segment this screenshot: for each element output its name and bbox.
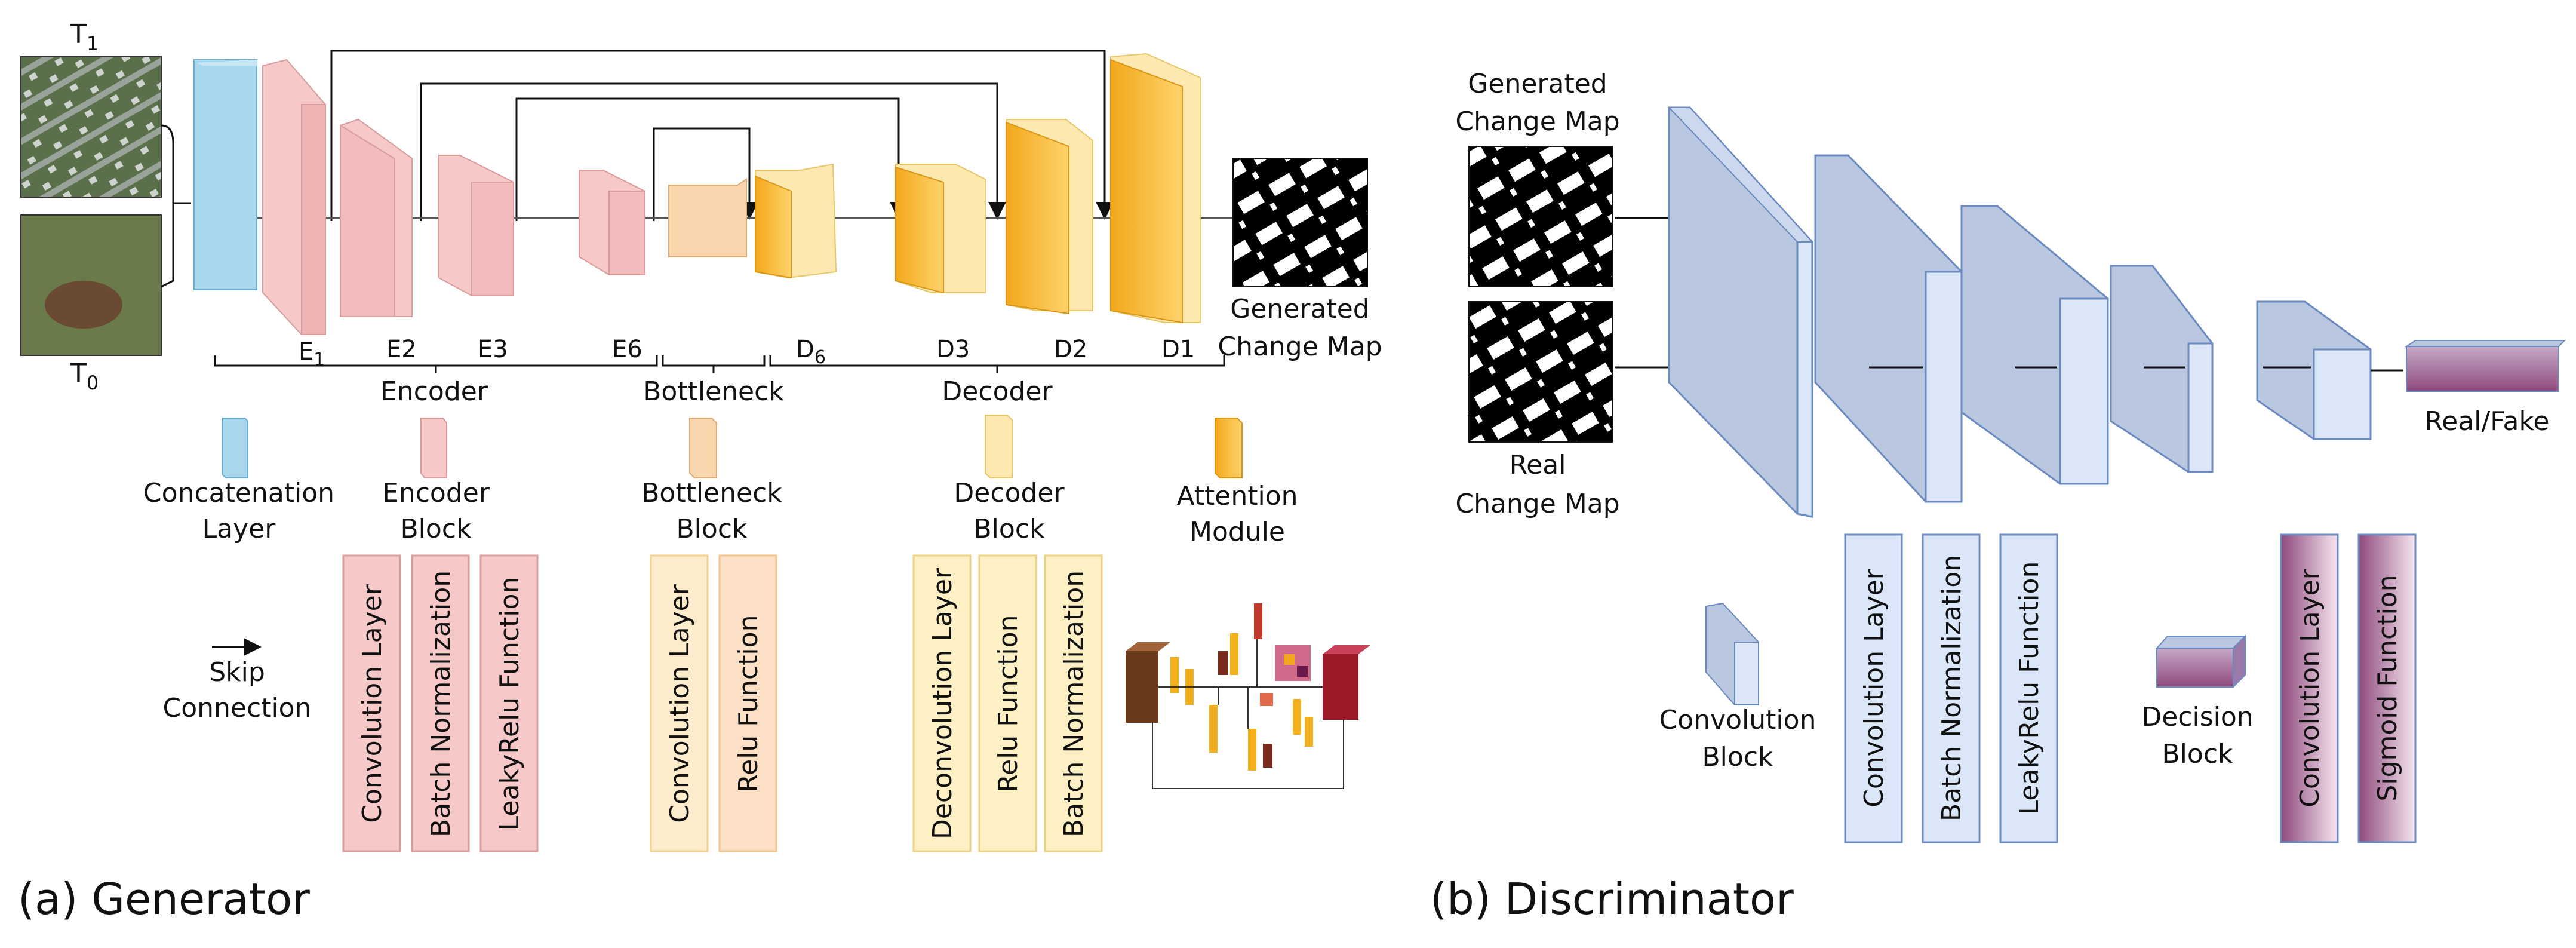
- decoder-block-parts: Deconvolution Layer Relu Function Batch …: [912, 554, 1103, 852]
- discriminator-panel: Generated Change Map Real Change Map: [1430, 69, 2566, 924]
- legend-concat-label-2: Layer: [202, 514, 276, 544]
- label-t1: T1: [70, 19, 99, 55]
- bottleneck-part-2: Relu Function: [733, 615, 764, 793]
- disc-output-label: Real/Fake: [2425, 406, 2550, 437]
- disc-conv-1: [1667, 106, 1814, 518]
- disc-generated-label-1: Generated: [1468, 69, 1607, 99]
- label-t0: T0: [70, 358, 99, 394]
- encoder-e6: [579, 170, 645, 275]
- disc-conv-5: [2256, 300, 2372, 440]
- encoder-part-1: Convolution Layer: [357, 584, 388, 823]
- disc-real-map: [1468, 301, 1613, 443]
- legend-concat-label-1: Concatenation: [143, 478, 334, 508]
- disc-conv-3: [1960, 205, 2109, 485]
- legend-decision-label-2: Block: [2162, 739, 2233, 769]
- section-encoder: Encoder: [380, 376, 488, 407]
- label-d1: D1: [1161, 336, 1195, 363]
- generated-change-map: [1232, 158, 1368, 287]
- disc-conv-block-parts: Convolution Layer Batch Normalization Le…: [1844, 533, 2058, 843]
- legend-bottleneck-label-2: Block: [676, 514, 748, 544]
- legend-bottleneck-icon: [689, 418, 717, 478]
- disc-decision-block-parts: Convolution Layer Sigmoid Function: [2280, 533, 2417, 843]
- gen-output-label-1: Generated: [1230, 294, 1369, 324]
- decoder-d6: [755, 163, 837, 279]
- legend-decoder-label-1: Decoder: [954, 478, 1065, 508]
- input-image-t0-feature: [45, 281, 122, 329]
- encoder-part-3: LeakyRelu Function: [494, 577, 525, 831]
- decoder-part-3: Batch Normalization: [1059, 570, 1089, 837]
- disc-real-label-2: Change Map: [1455, 489, 1619, 519]
- input-image-t1: [20, 56, 162, 198]
- legend-concat-icon: [222, 418, 248, 478]
- decoder-d1: [1110, 53, 1201, 324]
- disc-generated-map: [1468, 146, 1613, 287]
- legend-skip-label-1: Skip: [209, 657, 265, 688]
- decoder-part-1: Deconvolution Layer: [927, 567, 958, 839]
- bottleneck-part-1: Convolution Layer: [665, 584, 695, 823]
- legend-conv-block-label-1: Convolution: [1659, 705, 1816, 735]
- legend-encoder-label-2: Block: [400, 514, 472, 544]
- section-bottleneck: Bottleneck: [643, 376, 784, 407]
- disc-real-label-1: Real: [1510, 450, 1566, 480]
- generator-caption: (a) Generator: [18, 874, 310, 924]
- gen-output-label-2: Change Map: [1218, 332, 1382, 362]
- section-decoder: Decoder: [942, 376, 1053, 407]
- label-d6: D6: [796, 336, 826, 368]
- disc-conv-part-2: Batch Normalization: [1936, 555, 1967, 821]
- bottleneck-block: [668, 178, 747, 257]
- legend-attention-label-1: Attention: [1176, 481, 1298, 511]
- disc-input-lines: [1615, 217, 1672, 369]
- legend-encoder-label-1: Encoder: [382, 478, 490, 508]
- disc-generated-label-2: Change Map: [1455, 106, 1619, 137]
- decoder-part-2: Relu Function: [993, 615, 1023, 793]
- disc-decision-part-2: Sigmoid Function: [2372, 575, 2403, 801]
- discriminator-caption: (b) Discriminator: [1430, 874, 1794, 924]
- bottleneck-block-parts: Convolution Layer Relu Function: [650, 554, 777, 852]
- encoder-block-parts: Convolution Layer Batch Normalization Le…: [342, 554, 539, 852]
- legend-bottleneck-label-1: Bottleneck: [641, 478, 782, 508]
- legend-attention-label-2: Module: [1189, 517, 1285, 547]
- legend-decision-icon: [2155, 634, 2247, 689]
- label-e2: E2: [386, 336, 417, 363]
- decoder-d3: [895, 164, 986, 294]
- label-e6: E6: [612, 336, 643, 363]
- label-e3: E3: [478, 336, 508, 363]
- disc-decision-part-1: Convolution Layer: [2295, 568, 2325, 807]
- input-bracket: [161, 124, 174, 288]
- decision-block: [2404, 340, 2566, 392]
- disc-conv-part-3: LeakyRelu Function: [2014, 562, 2045, 815]
- legend-conv-block-icon: [1705, 602, 1759, 705]
- section-braces: [214, 355, 1225, 373]
- legend-decision-label-1: Decision: [2141, 702, 2253, 732]
- legend-decoder-label-2: Block: [973, 514, 1045, 544]
- disc-conv-4: [2110, 265, 2214, 473]
- legend-conv-block-label-2: Block: [1702, 742, 1773, 772]
- legend-skip-label-2: Connection: [163, 693, 312, 723]
- legend-decoder-icon: [985, 415, 1013, 478]
- encoder-part-2: Batch Normalization: [426, 570, 456, 837]
- concat-layer: [193, 59, 257, 290]
- disc-conv-part-1: Convolution Layer: [1859, 568, 1889, 807]
- attention-module-diagram: [1126, 603, 1370, 789]
- label-d2: D2: [1054, 336, 1087, 363]
- label-d3: D3: [936, 336, 970, 363]
- encoder-e1: [262, 59, 326, 335]
- skip-connections: [330, 50, 1114, 221]
- generator-panel: T1 T0: [18, 19, 1382, 924]
- disc-conv-2: [1814, 154, 1963, 503]
- encoder-e2: [340, 118, 413, 317]
- legend-attention-icon: [1215, 418, 1243, 478]
- decoder-d2: [1006, 119, 1093, 315]
- encoder-e3: [438, 155, 514, 296]
- legend-encoder-icon: [420, 418, 447, 478]
